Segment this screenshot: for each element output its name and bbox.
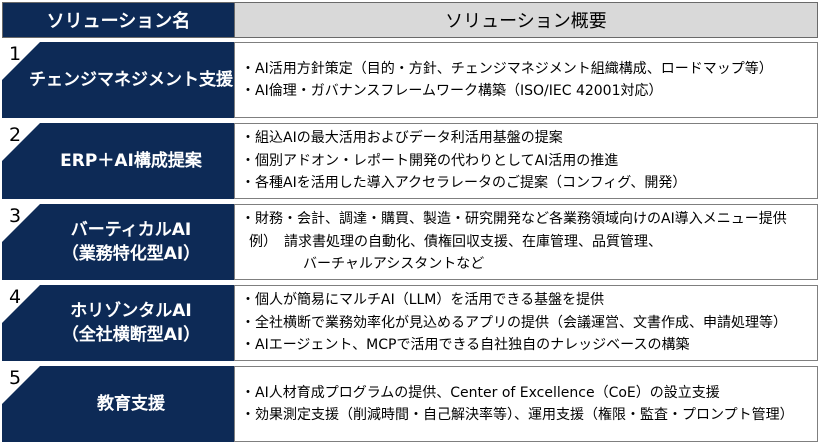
solution-name-cell: 4 ホリゾンタルAI （全社横断型AI）	[2, 285, 234, 361]
table-row: 1 チェンジマネジメント支援 ・AI活用方針策定（目的・方針、チェンジマネジメン…	[2, 42, 818, 118]
solution-subtitle: （業務特化型AI）	[61, 244, 201, 264]
solution-title: バーティカルAI	[70, 220, 192, 240]
overview-line: ・効果測定支援（削減時間・自己解決率等）、運用支援（権限・監査・プロンプト管理）	[241, 407, 794, 423]
solution-title: チェンジマネジメント支援	[29, 70, 233, 90]
table-row: 2 ERP＋AI構成提案 ・組込AIの最大活用およびデータ利活用基盤の提案 ・個…	[2, 123, 818, 199]
overview-line: ・個別アドオン・レポート開発の代わりとしてAI活用の推進	[241, 152, 619, 169]
table-row: 3 バーティカルAI （業務特化型AI） ・財務・会計、調達・購買、製造・研究開…	[2, 204, 818, 280]
row-number: 5	[9, 367, 22, 389]
row-number: 3	[9, 205, 22, 227]
number-tab: 3	[2, 204, 48, 244]
solution-subtitle: （全社横断型AI）	[61, 325, 201, 345]
table-header: ソリューション名 ソリューション概要	[2, 2, 818, 38]
overview-line: ・全社横断で業務効率化が見込めるアプリの提供（会議運営、文書作成、申請処理等）	[241, 314, 787, 331]
solution-overview-cell: ・組込AIの最大活用およびデータ利活用基盤の提案 ・個別アドオン・レポート開発の…	[234, 123, 818, 199]
number-tab: 4	[2, 285, 48, 325]
header-solution-name: ソリューション名	[2, 2, 234, 38]
solution-overview-cell: ・個人が簡易にマルチAI（LLM）を活用できる基盤を提供 ・全社横断で業務効率化…	[234, 285, 818, 361]
number-tab: 5	[2, 366, 48, 406]
overview-line: ・個人が簡易にマルチAI（LLM）を活用できる基盤を提供	[241, 292, 605, 309]
table-row: 5 教育支援 ・AI人材育成プログラムの提供、Center of Excelle…	[2, 366, 818, 442]
solution-name-cell: 5 教育支援	[2, 366, 234, 442]
solution-title: ERP＋AI構成提案	[60, 151, 202, 171]
overview-line: ・各種AIを活用した導入アクセラレータのご提案（コンフィグ、開発）	[241, 175, 687, 192]
solution-name-cell: 2 ERP＋AI構成提案	[2, 123, 234, 199]
overview-line: ・組込AIの最大活用およびデータ利活用基盤の提案	[241, 130, 563, 147]
header-solution-overview: ソリューション概要	[234, 2, 818, 38]
overview-example-line: 例） 請求書処理の自動化、債権回収支援、在庫管理、品質管理、	[249, 233, 662, 250]
overview-line: ・財務・会計、調達・購買、製造・研究開発など各業務領域向けのAI導入メニュー提供	[241, 211, 787, 228]
overview-line: ・AI活用方針策定（目的・方針、チェンジマネジメント組織構成、ロードマップ等）	[241, 60, 773, 77]
row-number: 4	[9, 286, 22, 308]
table-row: 4 ホリゾンタルAI （全社横断型AI） ・個人が簡易にマルチAI（LLM）を活…	[2, 285, 818, 361]
solution-overview-cell: ・財務・会計、調達・購買、製造・研究開発など各業務領域向けのAI導入メニュー提供…	[234, 204, 818, 280]
solution-name-cell: 1 チェンジマネジメント支援	[2, 42, 234, 118]
solution-title: 教育支援	[97, 394, 165, 414]
overview-line: ・AI倫理・ガバナンスフレームワーク構築（ISO/IEC 42001対応）	[241, 83, 663, 99]
number-tab: 2	[2, 123, 48, 163]
solution-overview-cell: ・AI人材育成プログラムの提供、Center of Excellence（CoE…	[234, 366, 818, 442]
solution-title: ホリゾンタルAI	[70, 301, 192, 321]
row-number: 2	[9, 124, 22, 146]
overview-line: ・AIエージェント、MCPで活用できる自社独自のナレッジベースの構築	[241, 337, 690, 354]
overview-line: ・AI人材育成プログラムの提供、Center of Excellence（CoE…	[241, 384, 720, 401]
overview-example-line: バーチャルアシスタントなど	[303, 256, 485, 273]
row-number: 1	[9, 43, 22, 65]
solution-name-cell: 3 バーティカルAI （業務特化型AI）	[2, 204, 234, 280]
number-tab: 1	[2, 42, 48, 82]
solution-overview-cell: ・AI活用方針策定（目的・方針、チェンジマネジメント組織構成、ロードマップ等） …	[234, 42, 818, 118]
